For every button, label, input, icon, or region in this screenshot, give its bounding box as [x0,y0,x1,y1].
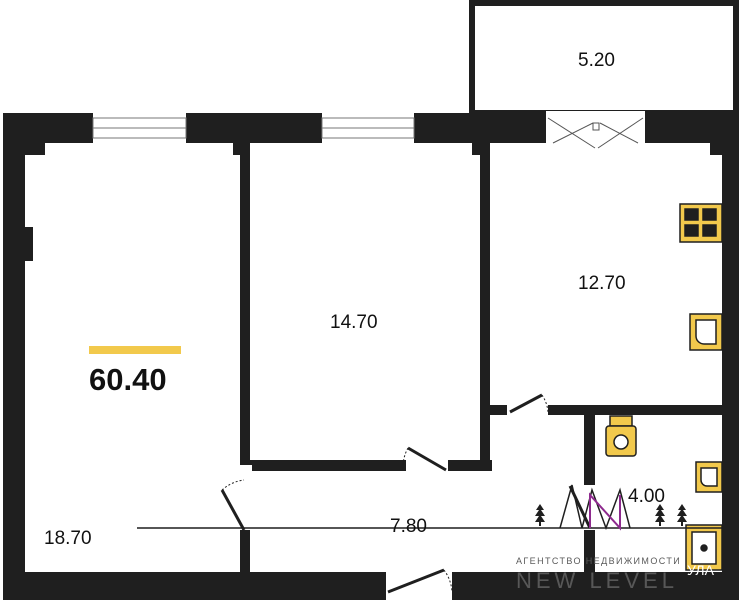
watermark-zigzag [559,484,631,531]
corridor-area: 7.80 [390,516,427,537]
plant-icon [677,504,687,526]
balcony-door-icon [547,117,644,149]
wall-left [3,113,25,600]
bath-sink-icon [695,461,723,493]
kitchen-sink-icon [689,313,723,351]
wall-bottom-left [3,572,386,600]
toilet-icon [605,415,637,457]
wall-bottom-right [452,572,739,600]
living-room-area: 18.70 [44,528,92,549]
wall-bedroom-corridor [240,460,406,471]
door-kitchen-icon [507,393,549,417]
outer-walls [3,113,739,600]
wall-right [722,113,739,600]
watermark-brand: NEW LEVEL [516,568,678,593]
total-area: 60.40 [89,362,167,397]
shower-icon [685,524,723,571]
wall-living-corridor [240,530,250,572]
wall-bath-left [584,415,595,485]
bathroom-area: 4.00 [628,486,665,507]
interior-walls [240,143,722,572]
stove-icon [679,203,723,243]
balcony-area: 5.20 [578,50,615,71]
wall-bedroom-kitchen [480,143,490,471]
wall-top-mid [186,113,322,143]
watermark-suffix: УЛА [687,562,714,578]
agency-logo-icon [589,492,621,531]
door-bedroom-icon [402,446,448,473]
plant-icons [535,504,687,526]
door-living-icon [220,465,252,531]
wall-top-right [414,113,546,143]
door-entrance-icon [386,568,453,600]
doors [220,393,597,600]
wall-living-bedroom [240,143,250,465]
total-area-bar [89,346,181,354]
kitchen-area: 12.70 [578,273,626,294]
wall-kitchen-bottom [490,405,507,415]
balcony [469,0,739,149]
fixtures [605,203,723,571]
bedroom-area: 14.70 [330,312,378,333]
plant-icon [535,504,545,526]
plant-icon [655,504,665,526]
windows [92,117,415,139]
watermark-agency-line: АГЕНТСТВО НЕДВИЖИМОСТИ [516,556,682,566]
